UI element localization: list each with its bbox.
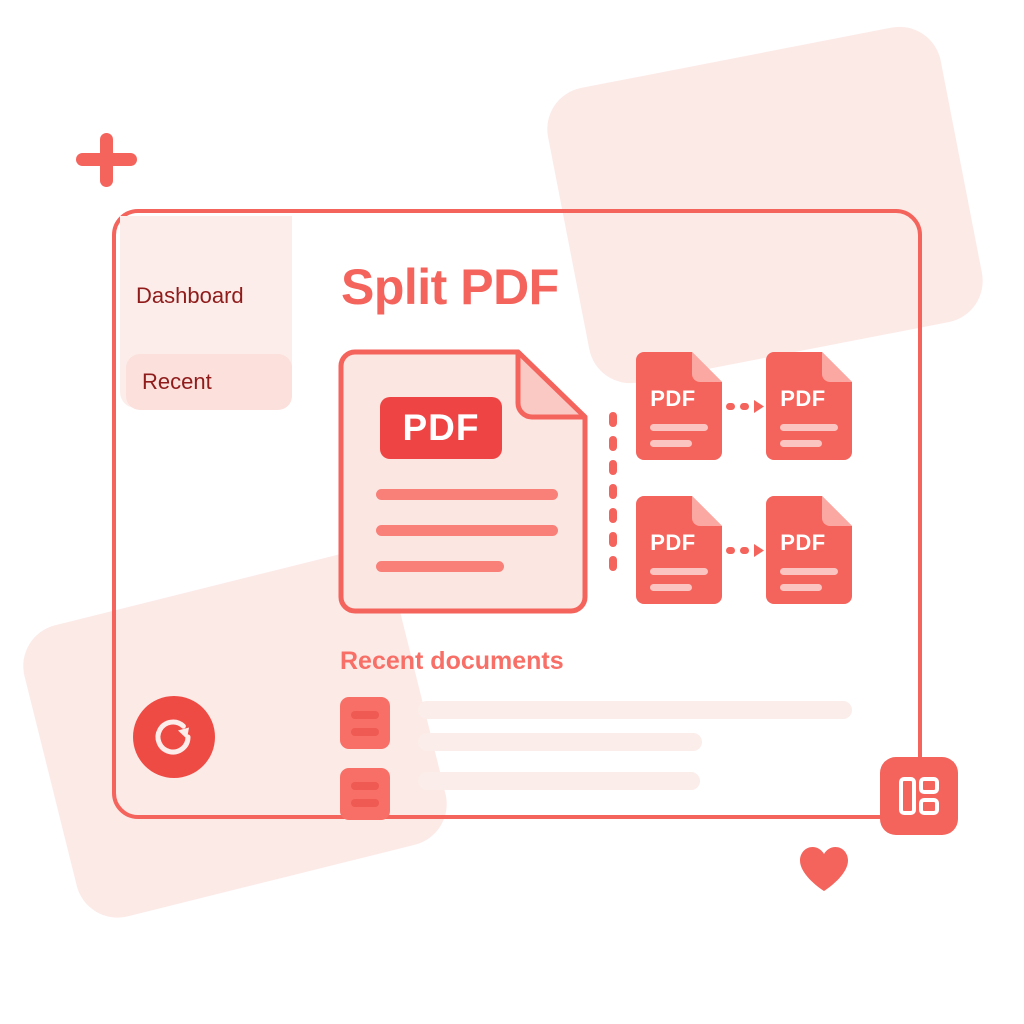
sidebar: Dashboard Recent bbox=[120, 216, 292, 410]
app-window-frame bbox=[112, 209, 922, 819]
divider-dash bbox=[609, 484, 617, 499]
pdf-card-line bbox=[650, 584, 692, 591]
pdf-card-line bbox=[780, 424, 838, 431]
plus-icon[interactable] bbox=[72, 131, 144, 189]
document-icon-bar bbox=[351, 782, 379, 790]
sidebar-item-dashboard[interactable]: Dashboard bbox=[120, 268, 292, 324]
sidebar-item-label: Dashboard bbox=[136, 283, 244, 308]
refresh-icon bbox=[155, 719, 191, 755]
heart-icon[interactable] bbox=[798, 845, 850, 893]
document-icon-bar bbox=[351, 799, 379, 807]
dashed-arrow-icon bbox=[726, 399, 766, 413]
pdf-card-label: PDF bbox=[650, 530, 696, 555]
document-icon-bar bbox=[351, 728, 379, 736]
sidebar-item-recent[interactable]: Recent bbox=[126, 354, 292, 410]
divider-dash bbox=[609, 508, 617, 523]
document-icon-bar bbox=[351, 711, 379, 719]
document-icon bbox=[340, 768, 390, 820]
recent-documents-heading: Recent documents bbox=[340, 647, 564, 675]
document-icon bbox=[340, 697, 390, 749]
split-output-grid: PDF PDF PDF bbox=[636, 352, 860, 604]
dashboard-grid-icon bbox=[899, 777, 939, 815]
divider-dash bbox=[609, 460, 617, 475]
split-pdf-card[interactable]: PDF bbox=[636, 496, 722, 604]
pdf-card-label: PDF bbox=[650, 386, 696, 411]
pdf-badge: PDF bbox=[380, 397, 502, 459]
divider-dash bbox=[609, 532, 617, 547]
document-text-line bbox=[376, 525, 558, 536]
pdf-card-line bbox=[780, 568, 838, 575]
pdf-card-line bbox=[780, 440, 822, 447]
pdf-card-line bbox=[650, 440, 692, 447]
divider-dash bbox=[609, 436, 617, 451]
refresh-button[interactable] bbox=[133, 696, 215, 778]
divider-dash bbox=[609, 556, 617, 571]
pdf-card-line bbox=[780, 584, 822, 591]
pdf-card-label: PDF bbox=[780, 386, 826, 411]
document-text-line bbox=[376, 489, 558, 500]
source-pdf-document[interactable]: PDF bbox=[338, 349, 588, 614]
document-title-placeholder bbox=[418, 772, 700, 790]
pdf-card-line bbox=[650, 568, 708, 575]
divider-dash bbox=[609, 412, 617, 427]
document-subtitle-placeholder bbox=[418, 733, 702, 751]
dashed-arrow-icon bbox=[726, 543, 766, 557]
document-text-line bbox=[376, 561, 504, 572]
split-pdf-card[interactable]: PDF bbox=[766, 496, 852, 604]
page-title: Split PDF bbox=[341, 259, 559, 315]
split-divider-dashed-line bbox=[609, 412, 617, 571]
pdf-card-label: PDF bbox=[780, 530, 826, 555]
pdf-card-line bbox=[650, 424, 708, 431]
dashboard-badge-button[interactable] bbox=[880, 757, 958, 835]
split-pdf-card[interactable]: PDF bbox=[766, 352, 852, 460]
document-title-placeholder bbox=[418, 701, 852, 719]
split-pdf-card[interactable]: PDF bbox=[636, 352, 722, 460]
sidebar-item-label: Recent bbox=[142, 369, 212, 394]
